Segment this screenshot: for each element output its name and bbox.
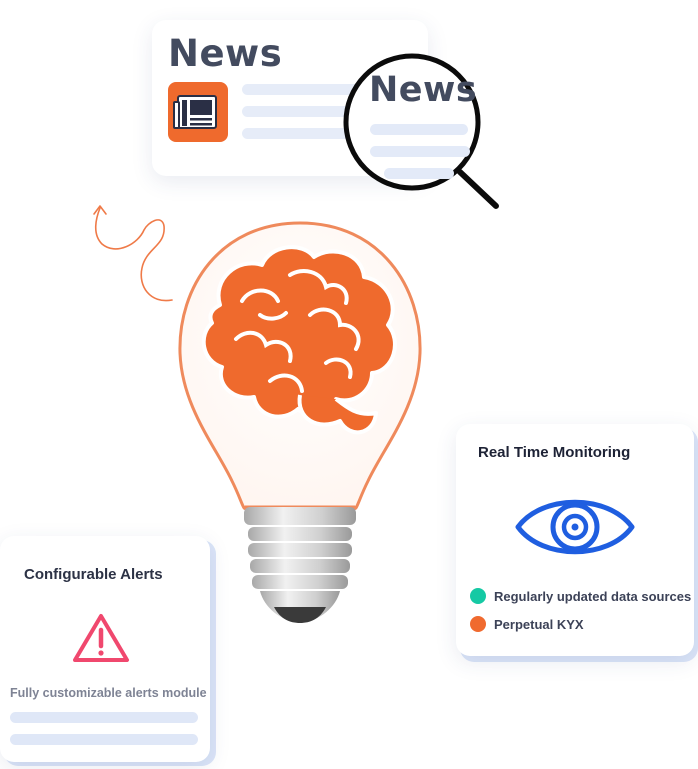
monitoring-title: Real Time Monitoring — [478, 444, 631, 461]
squiggle-arrow-icon — [93, 205, 173, 302]
magnifier-icon — [343, 53, 499, 209]
teal-dot-icon — [470, 588, 486, 604]
news-title: News — [168, 32, 283, 75]
orange-dot-icon — [470, 616, 486, 632]
legend-item-data-sources: Regularly updated data sources — [470, 588, 691, 604]
alerts-title: Configurable Alerts — [24, 566, 163, 583]
alerts-placeholder-line — [10, 734, 198, 745]
monitoring-card: Real Time Monitoring Regularly updated d… — [456, 424, 694, 656]
newspaper-icon — [168, 82, 228, 142]
brain-lightbulb-icon — [178, 221, 422, 623]
eye-icon — [515, 499, 635, 555]
legend-item-kyx: Perpetual KYX — [470, 616, 584, 632]
warning-icon — [73, 614, 129, 662]
alerts-placeholder-line — [10, 712, 198, 723]
news-placeholder-line — [242, 84, 392, 95]
alerts-card: Configurable Alerts Fully customizable a… — [0, 536, 210, 762]
news-placeholder-line — [242, 128, 392, 139]
alerts-subtitle: Fully customizable alerts module — [10, 686, 207, 700]
magnifier-news-text: News — [369, 70, 478, 110]
legend-label: Perpetual KYX — [494, 616, 584, 632]
news-placeholder-line — [242, 106, 382, 117]
legend-label: Regularly updated data sources — [494, 588, 692, 604]
